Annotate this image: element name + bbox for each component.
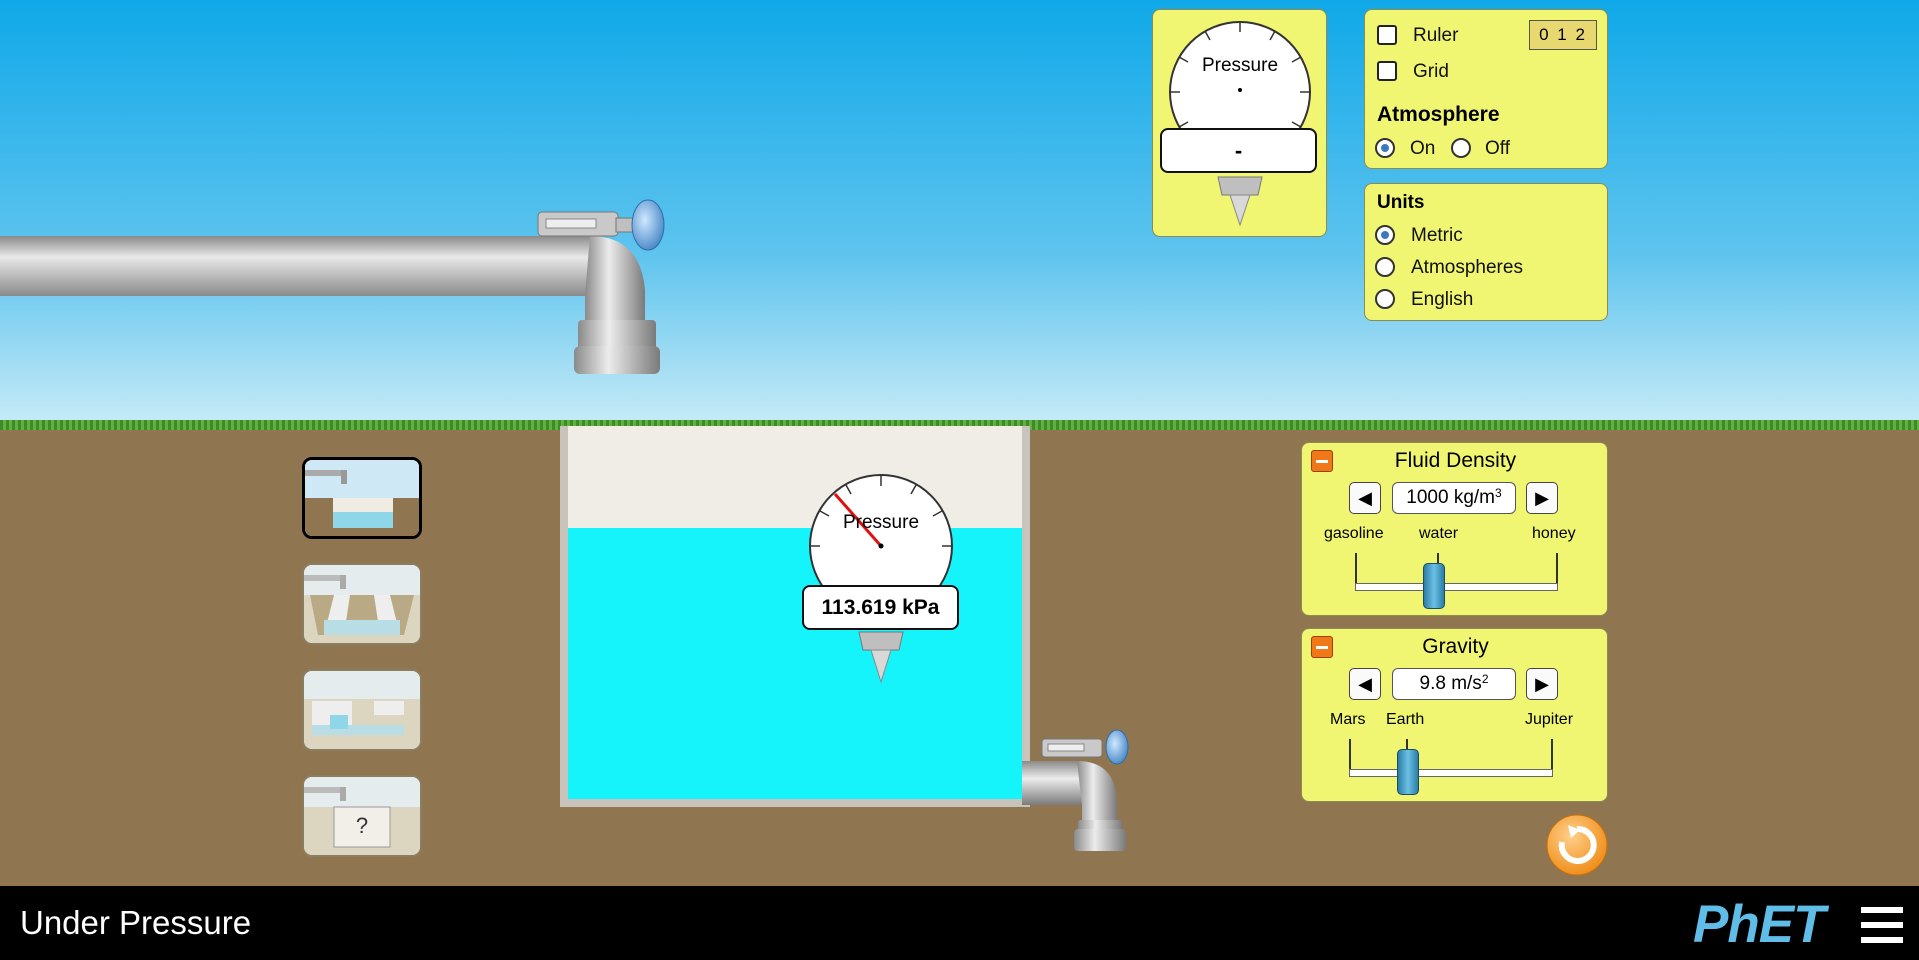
fluid-density-decrease-button[interactable]: ◀ (1349, 482, 1381, 514)
chamber-pool-icon (304, 671, 420, 749)
fluid-density-slider-track[interactable] (1355, 583, 1558, 591)
gravity-slider-track[interactable] (1349, 769, 1553, 777)
units-english-label: English (1411, 289, 1474, 310)
fluid-density-title: Fluid Density (1394, 449, 1517, 472)
phet-logo[interactable]: PhET (1693, 895, 1825, 954)
options-panel: Ruler 0 1 2 Grid Atmosphere On Off (1364, 9, 1608, 169)
tank-pressure-gauge[interactable]: Pressure 113.619 kPa (800, 474, 960, 684)
hamburger-menu-icon[interactable] (1861, 907, 1903, 943)
gravity-label-earth: Earth (1386, 711, 1425, 728)
mystery-pool-label: ? (355, 813, 369, 838)
top-faucet[interactable] (0, 150, 680, 380)
arrow-right-icon: ▶ (1535, 673, 1549, 694)
units-panel: Units Metric Atmospheres English (1364, 183, 1608, 321)
fluid-density-label-water: water (1419, 525, 1459, 542)
grid-label: Grid (1413, 61, 1449, 82)
gravity-slider-thumb[interactable] (1397, 749, 1420, 795)
fluid-density-label-honey: honey (1532, 525, 1576, 542)
units-atmospheres-label: Atmospheres (1411, 257, 1523, 278)
atmosphere-title: Atmosphere (1377, 103, 1500, 126)
gravity-value-text: 9.8 m/s (1419, 673, 1482, 694)
mystery-pool-icon (304, 777, 420, 855)
collapse-gravity-button[interactable] (1311, 636, 1333, 658)
scene-mystery-pool-button[interactable]: ? (302, 775, 422, 857)
tank-gauge-readout: 113.619 kPa (802, 585, 959, 630)
fluid-density-value-text: 1000 kg/m (1406, 487, 1496, 508)
arrow-right-icon: ▶ (1535, 487, 1549, 508)
gravity-tick-max (1551, 739, 1553, 769)
atmosphere-off-radio[interactable] (1451, 138, 1471, 158)
rectangle-pool-icon (305, 460, 419, 536)
scene-rectangle-pool-button[interactable] (302, 457, 422, 539)
reset-all-button[interactable] (1546, 814, 1608, 876)
fluid-density-increase-button[interactable]: ▶ (1526, 482, 1558, 514)
fluid-density-slider-thumb[interactable] (1423, 563, 1446, 609)
fluid-density-unit-superscript: 3 (1495, 486, 1502, 500)
units-english-radio[interactable] (1375, 289, 1395, 309)
fluid-density-label-gasoline: gasoline (1324, 525, 1384, 542)
top-gauge-readout: - (1160, 128, 1317, 173)
fluid-density-tick-min (1355, 553, 1357, 583)
units-atmospheres-radio[interactable] (1375, 257, 1395, 277)
collapse-fluid-density-button[interactable] (1311, 450, 1333, 472)
units-metric-label: Metric (1411, 225, 1463, 246)
grid-checkbox[interactable] (1377, 61, 1397, 81)
gravity-unit-superscript: 2 (1481, 672, 1489, 686)
sim-title: Under Pressure (20, 904, 252, 941)
scene-chamber-pool-button[interactable] (302, 669, 422, 751)
trapezoid-pool-icon (304, 565, 420, 643)
reset-all-icon (1546, 814, 1608, 876)
units-title: Units (1377, 192, 1425, 213)
gravity-decrease-button[interactable]: ◀ (1349, 668, 1381, 700)
ruler-icon: 0 1 2 (1529, 20, 1597, 50)
grass-strip (0, 420, 1919, 430)
atmosphere-off-label: Off (1485, 138, 1510, 159)
gravity-tick-min (1349, 739, 1351, 769)
arrow-left-icon: ◀ (1358, 487, 1372, 508)
fluid-density-tick-max (1556, 553, 1558, 583)
ruler-checkbox[interactable] (1377, 25, 1397, 45)
top-gauge-label: Pressure (1201, 55, 1279, 76)
atmosphere-on-label: On (1410, 138, 1436, 159)
gravity-label-jupiter: Jupiter (1525, 711, 1574, 728)
pool-air (568, 426, 1022, 528)
units-metric-radio[interactable] (1375, 225, 1395, 245)
gravity-increase-button[interactable]: ▶ (1526, 668, 1558, 700)
navigation-bar: Under Pressure PhET (0, 886, 1919, 960)
gravity-label-mars: Mars (1330, 711, 1366, 728)
tank-gauge-label: Pressure (842, 512, 920, 533)
atmosphere-on-radio[interactable] (1375, 138, 1395, 158)
gravity-title: Gravity (1422, 635, 1489, 658)
pressure-gauge-draggable[interactable]: Pressure - (1160, 17, 1320, 232)
drain-faucet[interactable] (1022, 725, 1134, 855)
scene-trapezoid-pool-button[interactable] (302, 563, 422, 645)
ruler-label: Ruler (1413, 25, 1459, 46)
arrow-left-icon: ◀ (1358, 673, 1372, 694)
